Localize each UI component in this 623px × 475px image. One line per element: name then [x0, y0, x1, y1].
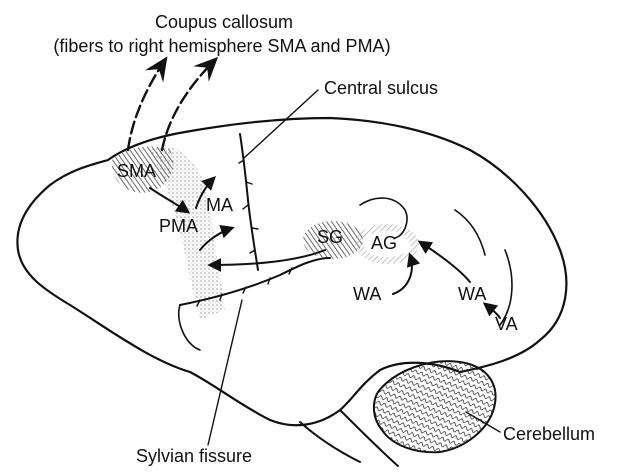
wa-left-label: WA [353, 284, 381, 304]
wa-right-label: WA [458, 284, 486, 304]
central-sulcus-leader [244, 90, 318, 158]
ag-label: AG [371, 233, 397, 253]
pma-label: PMA [159, 216, 198, 236]
sma-label: SMA [117, 161, 156, 181]
central-sulcus-label: Central sulcus [324, 78, 438, 98]
ma-label: MA [206, 195, 233, 215]
cerebellum-shape [374, 361, 496, 452]
callosal-fiber-2 [162, 60, 215, 150]
cerebellum-label: Cerebellum [503, 424, 595, 444]
va-label: VA [495, 314, 518, 334]
title-line-2: (fibers to right hemisphere SMA and PMA) [53, 36, 390, 56]
sylvian-fissure-label: Sylvian fissure [136, 446, 252, 466]
sg-label: SG [317, 227, 343, 247]
title-line-1: Coupus callosum [155, 12, 293, 32]
sylvian-fissure-leader [208, 300, 242, 445]
wa-ag-arrow-right [420, 242, 470, 282]
